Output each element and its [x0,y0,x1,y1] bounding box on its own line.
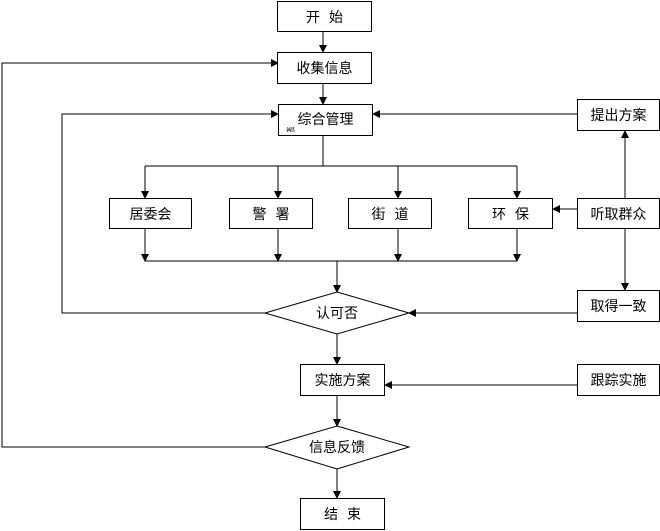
listen-public-label: 听取群众 [590,206,647,223]
feedback-decision-label: 信息反馈 [309,440,365,456]
propose-plan-label: 提出方案 [590,108,647,124]
police-label: 警 署 [252,206,290,223]
start-node: 开 始 [277,1,372,32]
edge-approve-no-loop [61,110,279,314]
street-label: 街 道 [371,206,409,223]
track-implementation-node: 跟踪实施 [577,364,660,396]
environment-label: 环 保 [492,206,529,223]
end-label: 结 束 [324,507,361,523]
collect-info-label: 收集信息 [296,61,353,77]
collect-info-node: 收集信息 [277,52,372,84]
track-implementation-label: 跟踪实施 [590,373,647,389]
integrated-management-node: 综合管理 [278,104,373,136]
reach-consensus-label: 取得一致 [590,299,647,315]
environment-node: 环 保 [468,198,553,229]
integrated-management-label: 综合管理 [297,112,354,128]
residents-committee-node: 居委会 [109,198,192,229]
start-label: 开 始 [306,9,343,26]
approve-decision-label: 认可否 [316,306,358,322]
propose-plan-node: 提出方案 [577,99,660,131]
police-node: 警 署 [229,198,313,229]
reach-consensus-node: 取得一致 [577,290,660,322]
edge-feedback-loop [1,59,279,448]
street-node: 街 道 [348,198,432,229]
integrated-management-fragment: 部 [286,127,296,132]
implement-plan-node: 实施方案 [300,364,385,396]
listen-public-node: 听取群众 [577,198,660,229]
residents-committee-label: 居委会 [129,206,172,223]
approve-diamond [263,291,411,335]
end-node: 结 束 [300,498,385,530]
feedback-diamond [263,425,411,470]
implement-plan-label: 实施方案 [314,373,371,389]
